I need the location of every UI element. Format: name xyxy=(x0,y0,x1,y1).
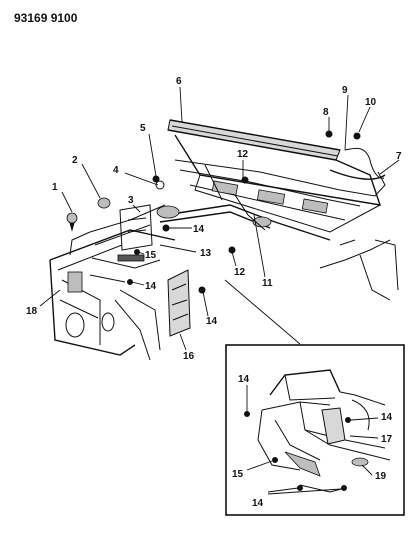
callout-5: 5 xyxy=(140,123,146,134)
inset-frame xyxy=(225,344,405,516)
inset-callout-19: 19 xyxy=(375,471,387,482)
right-fender-area xyxy=(319,239,399,301)
callout-1: 1 xyxy=(52,182,58,193)
inset-callout-17: 17 xyxy=(381,434,393,445)
callout-2: 2 xyxy=(72,155,78,166)
callout-18: 18 xyxy=(26,306,38,317)
callout-14b: 14 xyxy=(145,281,157,292)
callout-6: 6 xyxy=(176,76,182,87)
callout-3: 3 xyxy=(128,195,134,206)
inset-pointer xyxy=(224,279,301,345)
callout-11: 11 xyxy=(262,278,273,289)
part-code-header: 93169 9100 xyxy=(14,11,78,25)
inset-callout-14a: 14 xyxy=(238,374,250,385)
cowl-side-bracket xyxy=(89,204,161,283)
cowl-top-panel xyxy=(167,119,341,161)
inset-callout-14b: 14 xyxy=(381,412,393,423)
push-pin-1 xyxy=(66,212,78,224)
inset-callout-14c: 14 xyxy=(252,498,264,509)
leader-lines xyxy=(39,86,400,351)
callout-16: 16 xyxy=(183,351,195,362)
nut-10 xyxy=(353,132,361,140)
screw-14c xyxy=(127,279,133,285)
callout-4: 4 xyxy=(113,165,119,176)
side-cover-16 xyxy=(167,269,191,337)
wiper-linkage xyxy=(156,164,331,241)
inset-detail: 14 14 17 15 19 14 xyxy=(225,344,405,516)
callout-13: 13 xyxy=(200,248,212,259)
callout-10: 10 xyxy=(365,97,377,108)
washer-hose xyxy=(344,147,385,179)
callout-15: 15 xyxy=(145,250,157,261)
grommet-4 xyxy=(155,180,165,190)
callout-14c: 14 xyxy=(206,316,218,327)
main-assembly-drawing: 1 2 3 4 5 6 7 8 9 10 11 12 12 13 14 14 1… xyxy=(26,76,402,362)
nut-15 xyxy=(134,249,140,255)
callout-8: 8 xyxy=(323,107,329,118)
callout-labels: 1 2 3 4 5 6 7 8 9 10 11 12 12 13 14 14 1… xyxy=(26,76,402,362)
callout-9: 9 xyxy=(342,85,348,96)
callout-12b: 12 xyxy=(234,267,246,278)
clip-8 xyxy=(325,130,333,138)
callout-7: 7 xyxy=(396,151,402,162)
inset-callout-15: 15 xyxy=(232,469,244,480)
cowl-plenum xyxy=(174,134,386,233)
inset-drawing xyxy=(244,369,391,493)
grommet-2 xyxy=(97,197,111,209)
inset-leader-lines xyxy=(246,385,379,495)
callout-12a: 12 xyxy=(237,149,249,160)
dash-panel-left xyxy=(49,204,176,361)
screw-14a xyxy=(162,224,170,232)
inset-callout-labels: 14 14 17 15 19 14 xyxy=(232,374,393,509)
fasteners xyxy=(66,130,361,294)
hood-seal xyxy=(329,169,386,180)
screw-14b xyxy=(198,286,206,294)
callout-14a: 14 xyxy=(193,224,205,235)
